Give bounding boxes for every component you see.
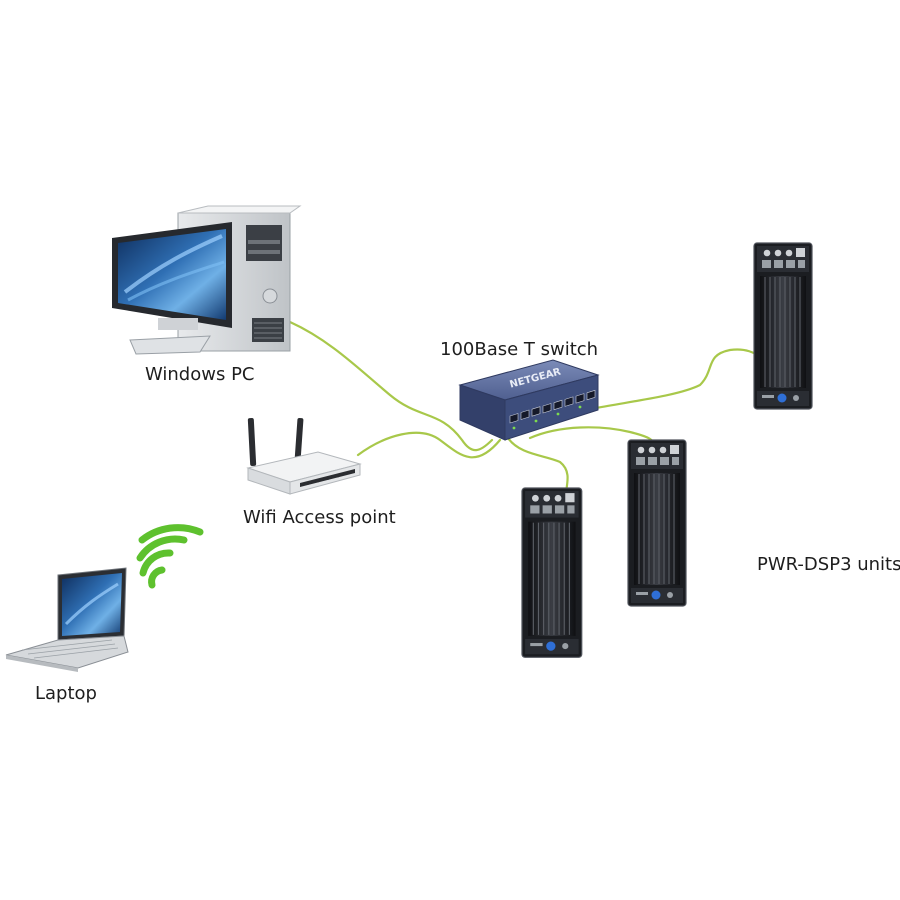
amplifier-unit-icon <box>521 487 583 658</box>
switch-ports <box>509 389 596 424</box>
label-laptop: Laptop <box>35 683 97 704</box>
label-pwr-dsp3-units: PWR-DSP3 units <box>757 554 900 575</box>
wifi-router-icon <box>246 417 362 495</box>
cable-switch-to-unit-3 <box>594 348 766 410</box>
amplifier-unit-icon <box>753 242 813 410</box>
cable-ap-to-switch <box>356 431 502 459</box>
cable-switch-to-unit-1 <box>506 436 569 494</box>
cable-pc-to-switch <box>288 320 494 452</box>
wifi-signal-icon <box>136 524 204 589</box>
label-windows-pc: Windows PC <box>145 364 255 385</box>
network-cables <box>288 320 766 494</box>
desktop-pc-icon <box>112 205 302 355</box>
label-wifi-access-point: Wifi Access point <box>243 507 396 528</box>
network-switch-icon: NETGEAR <box>458 359 600 441</box>
amplifier-unit-icon <box>627 439 687 607</box>
laptop-icon <box>5 567 129 672</box>
label-switch: 100Base T switch <box>440 339 599 360</box>
